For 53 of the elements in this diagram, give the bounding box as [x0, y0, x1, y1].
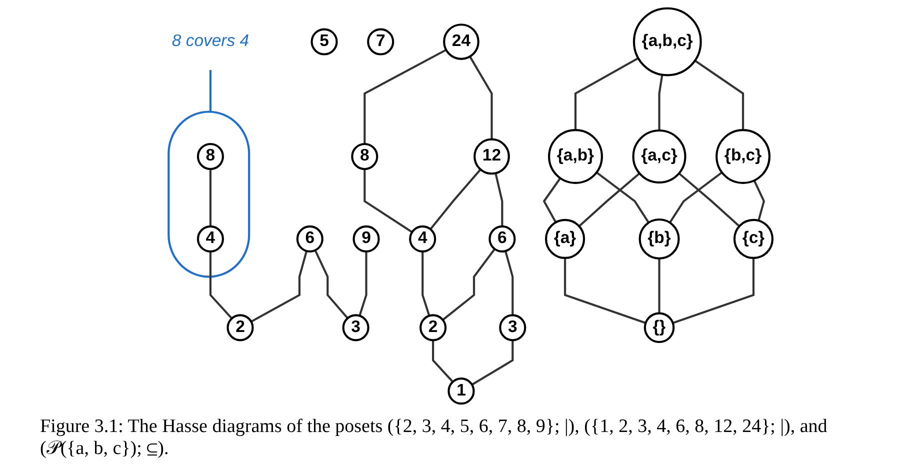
connector	[658, 258, 660, 314]
connector	[432, 340, 454, 383]
node-circle: 9	[352, 225, 380, 253]
connector	[209, 70, 212, 112]
connector	[469, 56, 493, 140]
connector	[574, 57, 639, 130]
node-circle: {}	[644, 312, 675, 344]
connector	[668, 172, 723, 224]
connector	[422, 251, 430, 316]
node-circle: 24	[443, 24, 480, 60]
node-circle: 4	[196, 225, 224, 253]
node-circle: {c}	[733, 218, 774, 260]
node-circle: 8	[351, 142, 378, 170]
node-circle: 7	[367, 28, 394, 56]
node-circle: 2	[226, 314, 254, 342]
connector	[672, 258, 755, 324]
connector	[364, 169, 413, 234]
node-circle: 12	[474, 138, 510, 175]
connector	[678, 172, 740, 228]
node-circle: {a,c}	[632, 129, 686, 184]
node-circle: 6	[296, 225, 324, 253]
connector	[471, 340, 514, 386]
connector	[442, 248, 496, 321]
node-circle: 5	[310, 28, 338, 56]
node-circle: 3	[342, 314, 370, 342]
figure-caption: Figure 3.1: The Hasse diagrams of the posets ({2, 3, 4, 5, 6, 7, 8, 9}; |), ({1, 2, 3, 4, 6, 8, 12, 24}; |), and (𝒫({a, b, c}); ⊆).	[39, 415, 828, 461]
node-circle: 8	[196, 142, 224, 170]
connector	[564, 258, 646, 324]
connector	[314, 250, 348, 319]
connector	[358, 251, 368, 316]
node-circle: 4	[409, 225, 436, 253]
connector	[694, 60, 744, 130]
node-circle: {a,b}	[548, 129, 603, 184]
node-circle: 2	[420, 314, 447, 342]
connector	[250, 250, 308, 323]
node-circle: 6	[488, 225, 516, 253]
connector	[430, 168, 482, 230]
connector	[504, 250, 514, 316]
node-circle: 3	[499, 314, 526, 342]
connector	[494, 172, 504, 226]
node-circle: 1	[448, 378, 475, 405]
node-circle: {b}	[638, 218, 680, 260]
node-circle: {b,c}	[716, 129, 770, 184]
connector	[753, 180, 766, 221]
node-circle: {a,b,c}	[632, 7, 702, 76]
node-text: 8 covers 4	[172, 32, 250, 50]
node-circle: {a}	[544, 218, 586, 260]
connector	[578, 172, 640, 228]
connector	[596, 172, 650, 224]
connector	[209, 251, 233, 320]
connector	[209, 169, 212, 226]
connector	[658, 74, 664, 131]
connector	[364, 48, 447, 144]
